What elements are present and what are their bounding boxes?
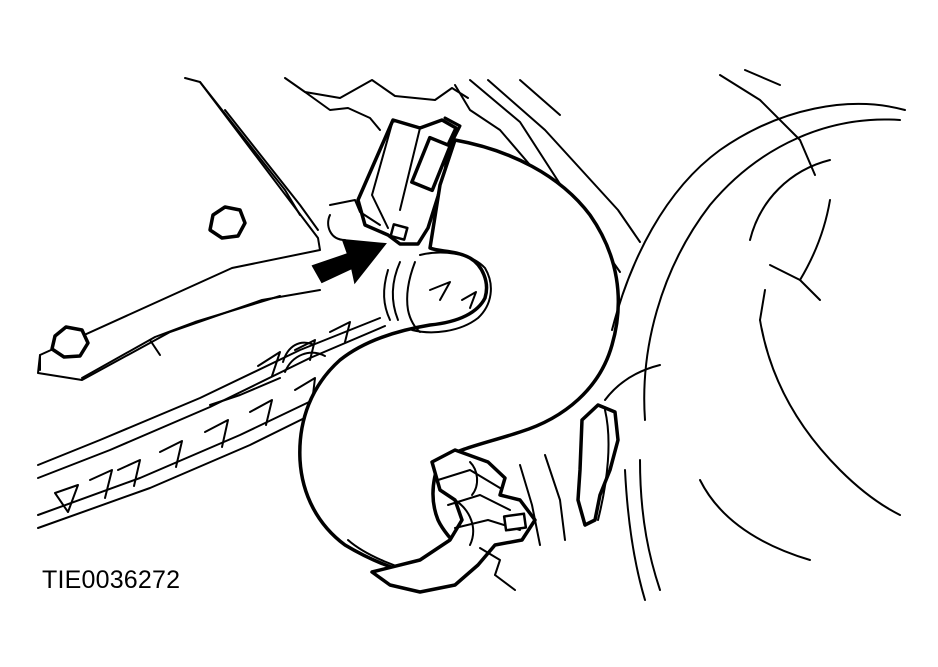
figure-id-label: TIE0036272 bbox=[42, 566, 181, 594]
hose-connector-clip bbox=[327, 116, 462, 246]
radiator-shroud bbox=[494, 69, 906, 601]
hose-clamp bbox=[370, 448, 537, 594]
indicator-arrow bbox=[311, 238, 387, 285]
